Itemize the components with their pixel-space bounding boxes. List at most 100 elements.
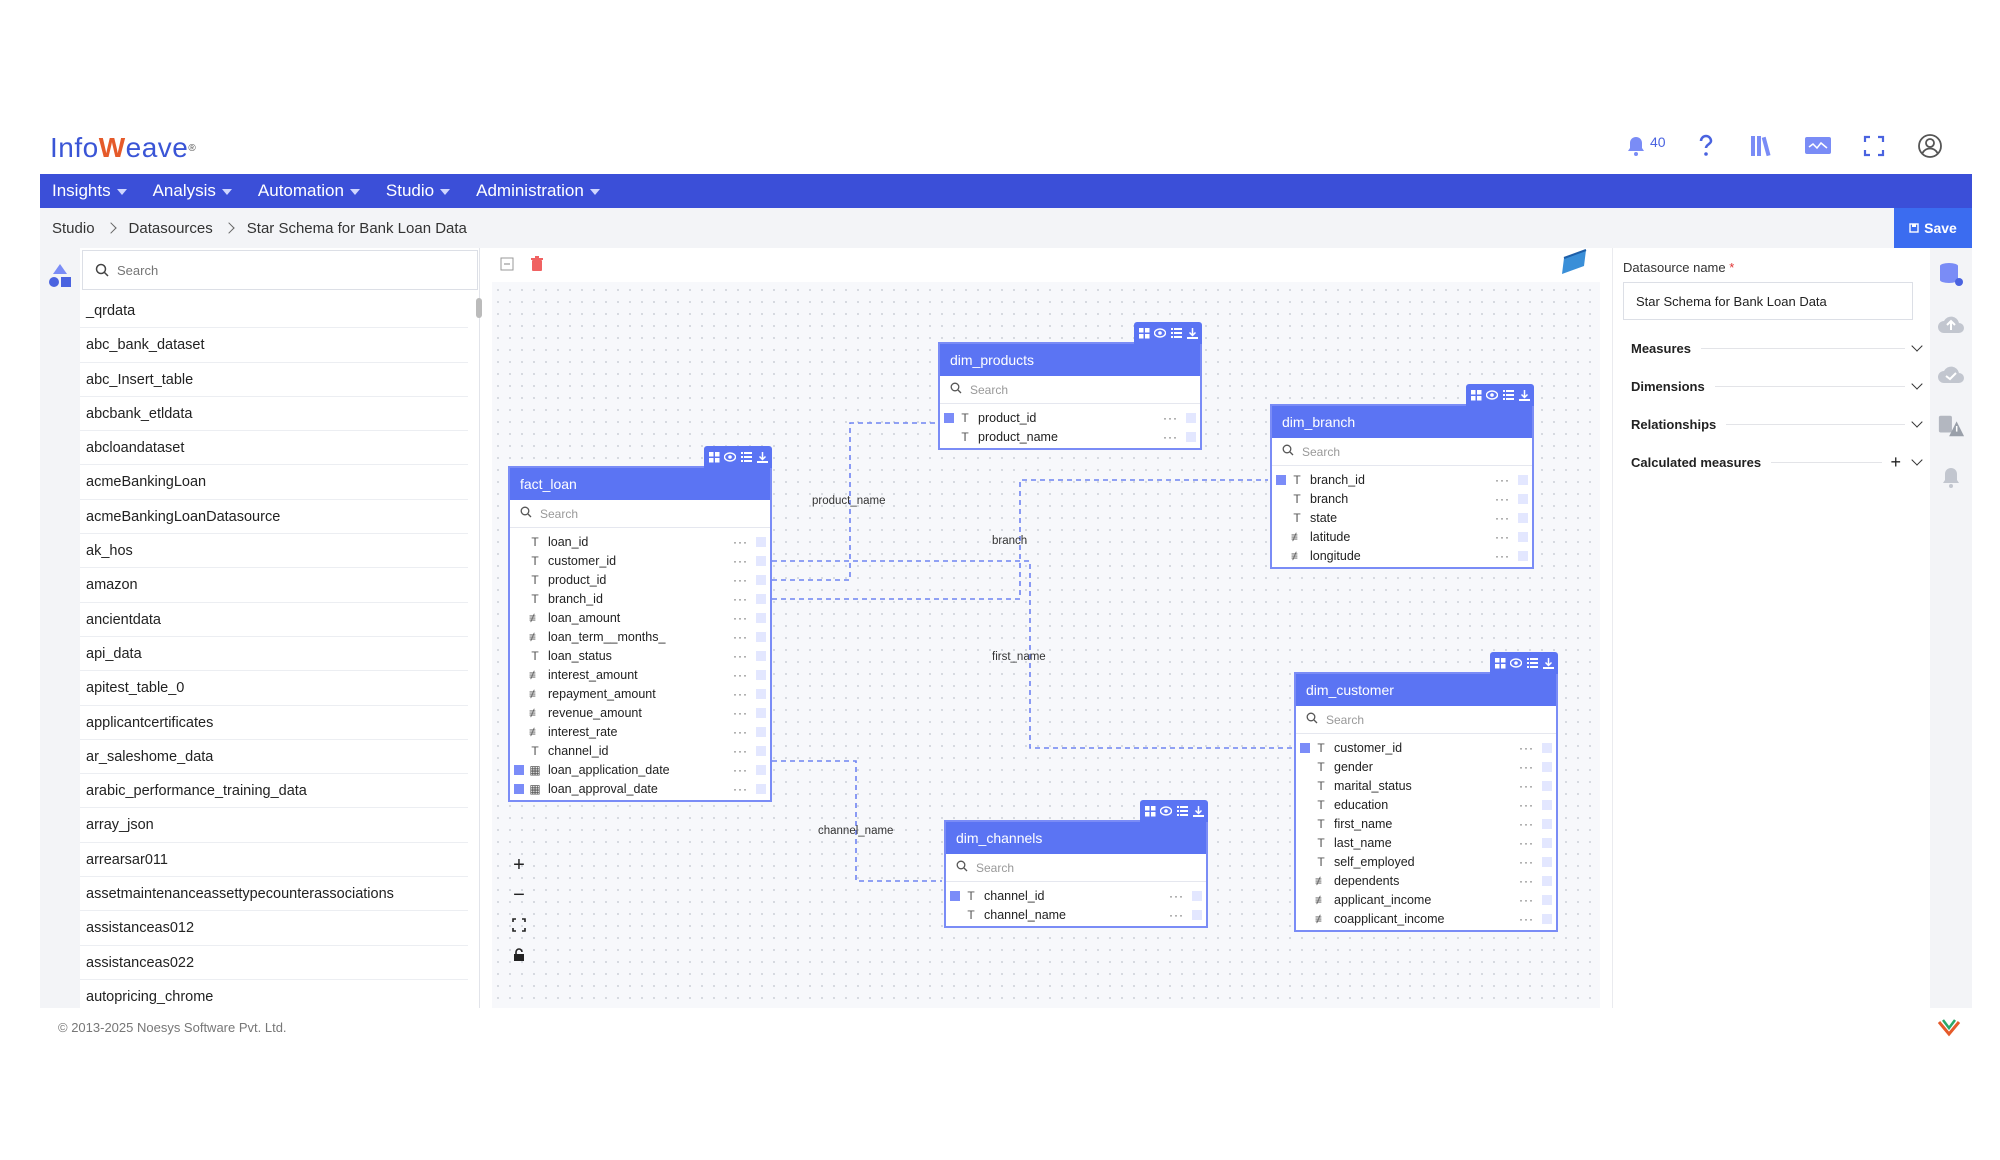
user-avatar-icon[interactable] <box>1914 130 1946 162</box>
nav-studio[interactable]: Studio <box>386 181 451 201</box>
table-column-row[interactable]: ≢longitude··· <box>1272 546 1532 565</box>
more-options-icon[interactable]: ··· <box>1169 907 1184 922</box>
column-checkbox[interactable] <box>1542 856 1552 867</box>
datasource-list-item[interactable]: ak_hos <box>80 534 468 569</box>
more-options-icon[interactable]: ··· <box>733 762 748 777</box>
more-options-icon[interactable]: ··· <box>1495 491 1510 506</box>
zoom-out-button[interactable]: − <box>513 883 525 906</box>
zoom-in-button[interactable]: + <box>513 853 525 876</box>
list-icon[interactable] <box>1526 657 1538 669</box>
collapse-icon[interactable] <box>500 257 514 276</box>
relationship-label-product[interactable]: product_name <box>812 495 886 507</box>
column-checkbox[interactable] <box>756 555 766 566</box>
schema-canvas[interactable]: product_name branch first_name channel_n… <box>492 248 1600 1008</box>
download-icon[interactable] <box>1186 327 1198 339</box>
more-options-icon[interactable]: ··· <box>733 648 748 663</box>
column-checkbox[interactable] <box>1542 875 1552 886</box>
table-title[interactable]: dim_branch <box>1272 406 1532 438</box>
more-options-icon[interactable]: ··· <box>733 572 748 587</box>
fit-view-button[interactable] <box>506 912 532 938</box>
column-checkbox[interactable] <box>756 726 766 737</box>
download-icon[interactable] <box>1542 657 1554 669</box>
table-search[interactable]: Search <box>1272 438 1532 466</box>
column-checkbox[interactable] <box>1542 780 1552 791</box>
more-options-icon[interactable]: ··· <box>733 781 748 796</box>
nav-analysis[interactable]: Analysis <box>153 181 232 201</box>
more-options-icon[interactable]: ··· <box>733 534 748 549</box>
monitor-icon[interactable] <box>1802 130 1834 162</box>
warning-icon[interactable] <box>1937 412 1965 440</box>
column-checkbox[interactable] <box>1192 909 1202 920</box>
table-title[interactable]: dim_products <box>940 344 1200 376</box>
datasource-list-item[interactable]: applicantcertificates <box>80 706 468 740</box>
table-column-row[interactable]: ≢coapplicant_income··· <box>1296 909 1556 928</box>
column-checkbox[interactable] <box>756 536 766 547</box>
column-checkbox[interactable] <box>1518 531 1528 542</box>
column-checkbox[interactable] <box>756 631 766 642</box>
column-checkbox[interactable] <box>756 650 766 661</box>
help-icon[interactable] <box>1690 130 1722 162</box>
table-column-row[interactable]: ≢interest_amount··· <box>510 665 770 684</box>
section-calculated-measures[interactable]: Calculated measures + <box>1631 452 1923 472</box>
datasource-list-item[interactable]: array_json <box>80 808 468 843</box>
datasource-list-item[interactable]: api_data <box>80 637 468 672</box>
table-title[interactable]: dim_channels <box>946 822 1206 854</box>
table-search[interactable]: Search <box>1296 706 1556 734</box>
table-column-row[interactable]: ≢loan_term__months_··· <box>510 627 770 646</box>
bell-icon[interactable] <box>1620 130 1652 162</box>
datasource-list-item[interactable]: abcbank_etldata <box>80 397 468 432</box>
grid-icon[interactable] <box>1138 327 1150 339</box>
datasource-list-item[interactable]: acmeBankingLoan <box>80 465 468 500</box>
fullscreen-icon[interactable] <box>1858 130 1890 162</box>
list-icon[interactable] <box>1170 327 1182 339</box>
datasource-list-item[interactable]: abc_Insert_table <box>80 363 468 397</box>
column-checkbox[interactable] <box>1186 431 1196 442</box>
nav-insights[interactable]: Insights <box>52 181 127 201</box>
datasource-list-item[interactable]: ar_saleshome_data <box>80 740 468 775</box>
relationship-label-branch[interactable]: branch <box>992 535 1028 547</box>
library-icon[interactable] <box>1746 130 1778 162</box>
more-options-icon[interactable]: ··· <box>733 743 748 758</box>
column-checkbox[interactable] <box>1542 742 1552 753</box>
bell-alert-icon[interactable] <box>1937 464 1965 492</box>
cloud-check-icon[interactable] <box>1937 360 1965 388</box>
save-button[interactable]: Save <box>1894 208 1972 248</box>
table-search[interactable]: Search <box>510 500 770 528</box>
datasource-list-item[interactable]: arrearsar011 <box>80 843 468 878</box>
more-options-icon[interactable]: ··· <box>1519 892 1534 907</box>
column-checkbox[interactable] <box>756 745 766 756</box>
more-options-icon[interactable]: ··· <box>1519 873 1534 888</box>
column-checkbox[interactable] <box>1542 761 1552 772</box>
database-settings-icon[interactable] <box>1937 260 1965 288</box>
list-icon[interactable] <box>740 451 752 463</box>
table-column-row[interactable]: ▦loan_approval_date··· <box>510 779 770 798</box>
more-options-icon[interactable]: ··· <box>733 686 748 701</box>
shapes-icon[interactable] <box>46 262 74 295</box>
section-relationships[interactable]: Relationships <box>1631 414 1923 434</box>
datasource-search-input[interactable] <box>117 262 437 278</box>
more-options-icon[interactable]: ··· <box>1519 759 1534 774</box>
table-column-row[interactable]: ≢latitude··· <box>1272 527 1532 546</box>
grid-icon[interactable] <box>1470 389 1482 401</box>
table-column-row[interactable]: ≢repayment_amount··· <box>510 684 770 703</box>
more-options-icon[interactable]: ··· <box>1495 548 1510 563</box>
table-column-row[interactable]: ≢dependents··· <box>1296 871 1556 890</box>
column-checkbox[interactable] <box>1542 818 1552 829</box>
download-icon[interactable] <box>756 451 768 463</box>
section-dimensions[interactable]: Dimensions <box>1631 376 1923 396</box>
datasource-list-item[interactable]: abcloandataset <box>80 431 468 466</box>
eye-icon[interactable] <box>724 451 736 463</box>
